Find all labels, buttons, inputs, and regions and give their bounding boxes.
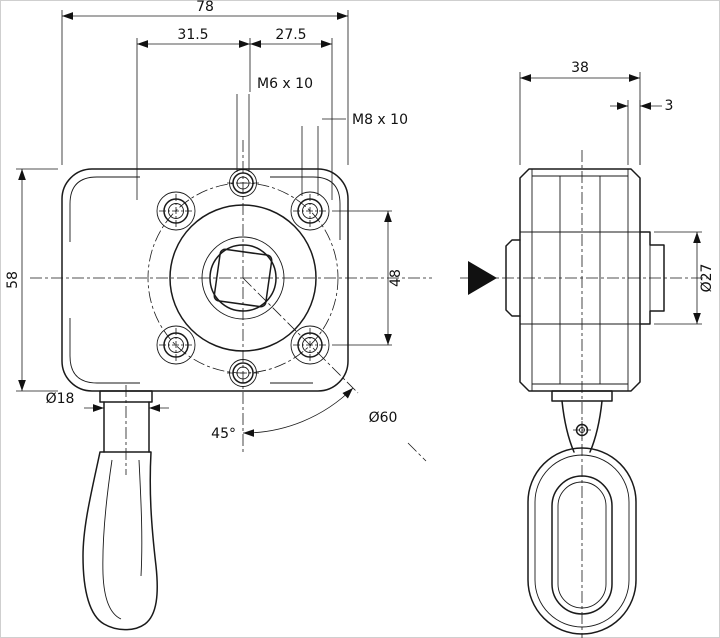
leader-lines bbox=[301, 118, 346, 196]
dim-label: Ø60 bbox=[369, 410, 398, 426]
thread-m8-label: M8 x 10 bbox=[352, 112, 408, 128]
handle-loop-outer bbox=[527, 447, 637, 635]
lever-blade-contours bbox=[102, 459, 143, 620]
dim-overall-width: 78 bbox=[61, 0, 349, 165]
leader-lines bbox=[236, 94, 250, 172]
extension-lines bbox=[627, 100, 641, 165]
dim-shaft-diameter: Ø18 bbox=[46, 391, 169, 412]
dim-label: 45° bbox=[211, 426, 236, 442]
extension-lines bbox=[61, 10, 349, 165]
pin-crosshair bbox=[573, 421, 591, 439]
gearbox-body-side bbox=[519, 168, 641, 392]
dim-flange-thickness: 3 bbox=[610, 98, 673, 165]
body-outline-side bbox=[519, 168, 641, 392]
body-outline-front bbox=[61, 168, 349, 392]
dim-hole-spacing: 48 bbox=[332, 210, 404, 346]
dim-label: Ø18 bbox=[46, 391, 75, 407]
hole-boss bbox=[156, 325, 196, 365]
hole-boss bbox=[290, 325, 330, 365]
lever-side bbox=[527, 390, 637, 635]
view-direction-arrow-icon bbox=[468, 261, 497, 295]
dim-label: 48 bbox=[388, 269, 404, 287]
lever-blade-outline bbox=[82, 451, 158, 631]
hole-boss bbox=[290, 191, 330, 231]
dim-label: 38 bbox=[571, 60, 589, 76]
shaft-collar bbox=[99, 390, 153, 403]
centerlines-side bbox=[460, 150, 708, 638]
dim-bolt-circle: Ø60 bbox=[242, 277, 427, 462]
gearbox-body-front bbox=[61, 168, 349, 392]
label-thread-m8: M8 x 10 bbox=[301, 112, 408, 196]
hole-boss bbox=[156, 191, 196, 231]
dim-angle: 45° bbox=[211, 387, 354, 442]
angle-arc bbox=[242, 387, 354, 437]
handle-loop-hole-contour bbox=[557, 481, 607, 609]
front-view bbox=[30, 140, 432, 631]
dim-label: 3 bbox=[665, 98, 674, 114]
handle-loop-hole bbox=[551, 475, 613, 615]
side-view bbox=[460, 150, 708, 638]
dim-hole-offsets: 31.5 27.5 bbox=[136, 27, 333, 200]
handle-loop-outer-contour bbox=[534, 454, 630, 628]
dim-label-right: 27.5 bbox=[275, 27, 306, 43]
label-thread-m6: M6 x 10 bbox=[236, 76, 313, 172]
dim-label-left: 31.5 bbox=[177, 27, 208, 43]
dimensions: 78 31.5 27.5 M6 x 10 M8 x 10 58 48 bbox=[5, 0, 715, 462]
lever-collar-side bbox=[551, 390, 613, 402]
thread-m6-label: M6 x 10 bbox=[257, 76, 313, 92]
body-corner-lips bbox=[69, 176, 341, 384]
diagonal-centerline bbox=[242, 277, 427, 462]
dim-label: Ø27 bbox=[699, 264, 715, 293]
extension-lines bbox=[332, 210, 392, 346]
square-drive-socket bbox=[213, 248, 273, 308]
dim-hub-diameter: Ø27 bbox=[654, 231, 715, 325]
dim-label: 58 bbox=[5, 271, 21, 289]
body-side-details bbox=[520, 169, 640, 391]
dim-body-height: 58 bbox=[5, 168, 58, 392]
dim-label: 78 bbox=[196, 0, 214, 15]
